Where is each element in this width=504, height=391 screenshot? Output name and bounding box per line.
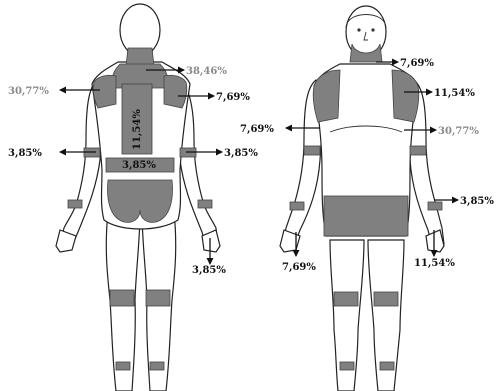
- front-jaw-label: 7,69%: [400, 58, 434, 69]
- back-right-elbow-label: 3,85%: [224, 148, 258, 159]
- back-left-elbow-label: 3,85%: [8, 148, 42, 159]
- back-right-knee-zone: [146, 290, 170, 306]
- front-right-knee-zone: [374, 292, 398, 306]
- front-right-elbow-zone: [410, 146, 426, 155]
- back-left-ankle-zone: [116, 362, 130, 370]
- front-left-eye: [357, 28, 360, 31]
- front-right-arm-label: 30,77%: [438, 126, 479, 137]
- back-right-shoulder-zone: [164, 75, 187, 108]
- front-left-knee-zone: [334, 292, 358, 306]
- back-spine-label: 11,54%: [132, 109, 143, 150]
- back-right-wrist-zone: [198, 200, 212, 208]
- front-left-elbow-zone: [304, 146, 320, 155]
- front-left-wrist-zone: [290, 202, 304, 210]
- back-neck-zone: [126, 48, 154, 66]
- front-right-shoulder-label: 11,54%: [434, 88, 475, 99]
- back-left-shoulder-label: 30,77%: [8, 86, 49, 97]
- back-neck-label: 38,46%: [186, 66, 227, 77]
- front-right-shoulder-zone: [392, 70, 419, 122]
- back-left-shoulder-zone: [93, 75, 116, 108]
- back-left-wrist-zone: [68, 200, 82, 208]
- front-right-hip-label: 3,85%: [460, 196, 494, 207]
- front-right-ankle-zone: [380, 362, 394, 370]
- back-right-shoulder-label: 7,69%: [216, 92, 250, 103]
- front-right-eye: [371, 28, 374, 31]
- front-left-arm-label: 7,69%: [240, 124, 274, 135]
- back-left-knee-zone: [110, 290, 134, 306]
- back-right-ankle-zone: [150, 362, 164, 370]
- front-left-hand-label: 7,69%: [282, 262, 316, 273]
- front-left-ankle-zone: [340, 362, 354, 370]
- back-right-hand-label: 3,85%: [192, 265, 226, 276]
- front-right-wrist-zone: [428, 202, 442, 210]
- front-hip-zone: [324, 196, 408, 236]
- front-left-shoulder-zone: [313, 70, 340, 122]
- back-view-figure: [56, 4, 222, 391]
- front-right-hand-label: 11,54%: [414, 258, 455, 269]
- back-lower-back-label: 3,85%: [122, 160, 156, 171]
